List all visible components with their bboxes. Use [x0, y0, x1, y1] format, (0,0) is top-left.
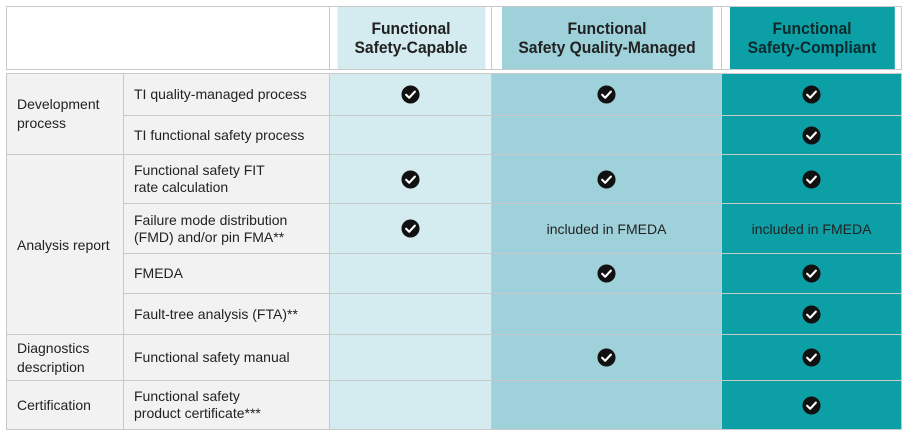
header-quality-managed-label: Functional Safety Quality-Managed: [517, 19, 696, 57]
table-row: Fault-tree analysis (FTA)**: [7, 293, 902, 335]
cell-compliant: [721, 115, 902, 155]
item-label-line2: rate calculation: [134, 179, 229, 195]
check-circle-icon: [802, 396, 821, 415]
check-circle-icon: [401, 219, 420, 238]
item-label: TI functional safety process: [134, 126, 305, 143]
check-circle-icon: [597, 170, 616, 189]
item-ti-quality-managed-process: TI quality-managed process: [123, 73, 330, 116]
cell-compliant: [721, 293, 902, 335]
table-row: Failure mode distribution (FMD) and/or p…: [7, 203, 902, 254]
functional-safety-comparison-table: Functional Safety-Capable Functional Saf…: [6, 6, 902, 430]
cell-compliant: included in FMEDA: [721, 203, 902, 254]
cell-capable: [329, 293, 492, 335]
cell-quality-managed: [491, 154, 722, 204]
cell-capable: [329, 253, 492, 294]
check-circle-icon: [802, 264, 821, 283]
item-ti-functional-safety-process: TI functional safety process: [123, 115, 330, 155]
table-row: Diagnostics description Functional safet…: [6, 334, 902, 381]
group-label: Analysis report: [17, 236, 110, 253]
cell-compliant: [721, 334, 902, 381]
cell-capable: [329, 73, 492, 116]
cell-quality-managed: [491, 293, 722, 335]
cell-quality-managed: [491, 334, 722, 381]
check-circle-icon: [401, 170, 420, 189]
table-row: FMEDA: [7, 253, 902, 294]
cell-capable: [329, 154, 492, 204]
table-row: Analysis report Functional safety FIT ra…: [6, 154, 902, 335]
check-circle-icon: [401, 85, 420, 104]
table-row: TI functional safety process: [7, 115, 902, 155]
check-circle-icon: [802, 126, 821, 145]
item-label: Functional safety manual: [134, 349, 290, 365]
item-label: FMEDA: [134, 265, 183, 281]
item-functional-safety-product-certificate: Functional safety product certificate***: [123, 380, 330, 430]
header-corner: [18, 6, 318, 70]
table-row: Development process TI quality-managed p…: [6, 73, 902, 155]
cell-quality-managed: [491, 73, 722, 116]
table-row: Certification Functional safety product …: [6, 380, 902, 430]
cell-capable: [329, 115, 492, 155]
cell-compliant: [721, 253, 902, 294]
item-failure-mode-distribution: Failure mode distribution (FMD) and/or p…: [123, 203, 330, 254]
group-certification: Certification: [6, 380, 124, 430]
cell-capable: [329, 334, 492, 381]
item-fit-rate-calculation: Functional safety FIT rate calculation: [123, 154, 330, 204]
header-functional-safety-compliant: Functional Safety-Compliant: [728, 6, 895, 70]
item-functional-safety-manual: Functional safety manual: [123, 334, 330, 381]
included-in-fmeda-note: included in FMEDA: [546, 220, 667, 237]
item-fault-tree-analysis: Fault-tree analysis (FTA)**: [123, 293, 330, 335]
item-label-line2: product certificate***: [134, 405, 261, 421]
item-label: TI quality-managed process: [134, 86, 307, 102]
check-circle-icon: [802, 170, 821, 189]
check-circle-icon: [597, 85, 616, 104]
group-development-process: Development process: [6, 73, 124, 155]
group-label: Diagnostics description: [17, 339, 90, 375]
item-label: Fault-tree analysis (FTA)**: [134, 305, 298, 322]
cell-quality-managed: [491, 380, 722, 430]
cell-compliant: [721, 73, 902, 116]
item-label-line1: Functional safety FIT: [134, 162, 265, 178]
item-fmeda: FMEDA: [123, 253, 330, 294]
check-circle-icon: [802, 85, 821, 104]
cell-quality-managed: [491, 253, 722, 294]
cell-compliant: [721, 154, 902, 204]
check-circle-icon: [597, 264, 616, 283]
included-in-fmeda-note: included in FMEDA: [751, 220, 872, 237]
group-label: Development process: [17, 96, 100, 131]
cell-quality-managed: included in FMEDA: [491, 203, 722, 254]
cell-capable: [329, 380, 492, 430]
item-label-line1: Functional safety: [134, 388, 240, 404]
cell-compliant: [721, 380, 902, 430]
item-label-line1: Failure mode distribution: [134, 211, 288, 228]
check-circle-icon: [597, 348, 616, 367]
check-circle-icon: [802, 305, 821, 324]
cell-capable: [329, 203, 492, 254]
header-capable-label: Functional Safety-Capable: [353, 19, 467, 57]
cell-quality-managed: [491, 115, 722, 155]
header-compliant-label: Functional Safety-Compliant: [747, 19, 876, 57]
item-label-line2: (FMD) and/or pin FMA**: [134, 228, 285, 245]
group-diagnostics-description: Diagnostics description: [6, 334, 124, 381]
group-label: Certification: [17, 397, 91, 413]
header-functional-safety-quality-managed: Functional Safety Quality-Managed: [500, 6, 713, 70]
check-circle-icon: [802, 348, 821, 367]
group-analysis-report: Analysis report: [6, 154, 124, 335]
header-functional-safety-capable: Functional Safety-Capable: [335, 6, 486, 70]
